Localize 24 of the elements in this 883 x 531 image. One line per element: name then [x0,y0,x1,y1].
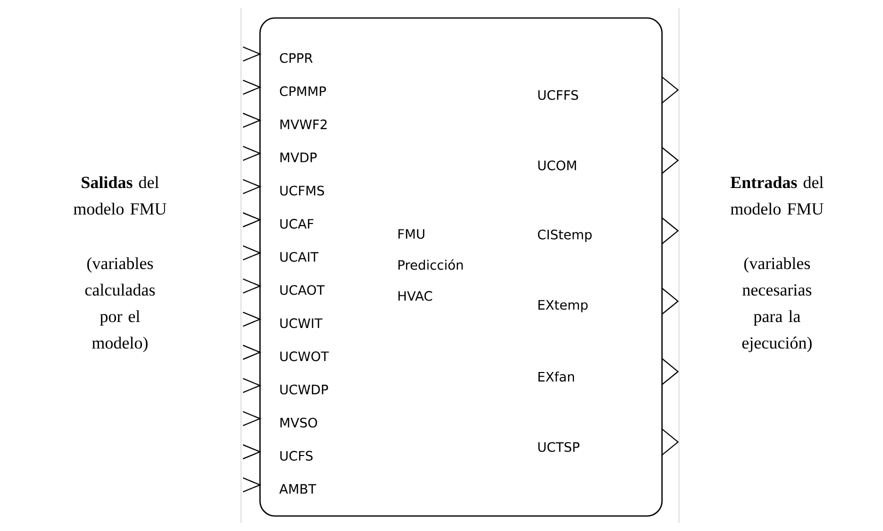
side-note: (variables calculadas por el modelo) [85,257,155,352]
port-label: UCFFS [538,90,578,100]
port-label: UCFS [280,450,313,461]
port-label: UCWDP [280,384,328,394]
port-label: UCWOT [280,351,329,362]
port-label: CPPR [280,53,313,63]
port-label: MVSO [280,418,318,428]
side-note: (variables necesarias para la ejecución) [742,257,812,352]
port-label: UCAF [280,218,314,229]
port-label: EXfan [538,372,574,382]
port-label: MVDP [280,152,317,162]
side-note: Salidas del modelo FMU [74,176,166,215]
side-note: Entradas del modelo FMU [730,176,824,215]
port-label: UCAOT [280,285,325,295]
port-label: UCWIT [280,318,322,328]
port-label: EXtemp [538,300,588,312]
port-label: AMBT [279,484,316,494]
port-label: CPMMP [280,86,326,96]
port-label: CIStemp [538,230,592,242]
port-label: UCTSP [538,442,580,452]
port-label: MVWF2 [280,119,327,130]
port-label: UCOM [538,160,576,170]
port-label: UCFMS [280,186,324,196]
port-label: UCAIT [280,252,318,262]
